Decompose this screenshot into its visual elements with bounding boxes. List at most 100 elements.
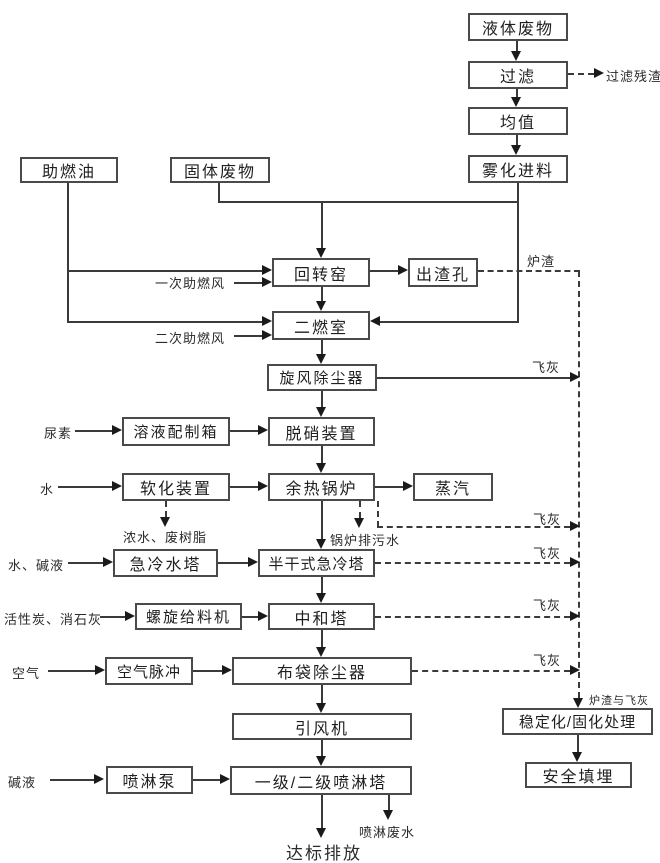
arrowhead-to-slagoutlet (398, 265, 408, 275)
node-secondary-chamber: 二燃室 (272, 311, 370, 340)
arrowhead-to-atomized (511, 145, 521, 155)
edge-bus-to-kiln (321, 202, 323, 248)
arrowhead-softening-boiler (258, 481, 268, 491)
arrowhead-to-boiler (316, 463, 326, 473)
label-boiler-blowdown: 锅炉排污水 (330, 533, 401, 548)
edge-feed-bus (218, 201, 519, 203)
edge-boiler-flyash-dashed-h (377, 526, 570, 528)
node-softening: 软化装置 (122, 473, 230, 501)
edge-stabilization-landfill (577, 735, 579, 752)
arrowhead-to-bagfilter (316, 647, 326, 657)
arrowhead-to-neutralization (316, 593, 326, 603)
edge-tower-wastewater (388, 795, 390, 810)
label-discharge: 达标排放 (286, 844, 362, 863)
node-bag-filter: 布袋除尘器 (232, 657, 412, 685)
arrowhead-blowdown (354, 518, 364, 528)
edge-semidry-flyash-dashed (375, 562, 570, 564)
edge-primary-air-kiln (234, 282, 262, 284)
node-stabilization: 稳定化/固化处理 (502, 708, 653, 735)
edge-secondary-air-chamber (234, 335, 262, 337)
edge-feeder-neutralization (242, 616, 258, 618)
edge-semidry-neutralization (321, 577, 323, 593)
arrowhead-to-homogenize (511, 97, 521, 107)
node-induced-draft-fan: 引风机 (232, 713, 412, 740)
edge-bag-flyash-dashed (412, 670, 570, 672)
arrowhead-auxfuel-kiln (262, 265, 272, 275)
edge-kiln-secondary (321, 287, 323, 301)
label-flyash-cyclone: 飞灰 (532, 360, 561, 375)
arrowhead-to-stabilization (573, 698, 583, 708)
node-waste-heat-boiler: 余热锅炉 (268, 473, 375, 501)
edge-atomized-to-secondary (380, 321, 518, 323)
arrowhead-cyclone-flyash (570, 372, 580, 382)
arrowhead-boiler-flyash (570, 521, 580, 531)
node-aux-fuel-oil: 助燃油 (20, 157, 118, 183)
arrowhead-to-secondary (316, 301, 326, 311)
arrowhead-to-denitration (316, 407, 326, 417)
arrowhead-pulse-bag (222, 665, 232, 675)
edge-air-pulse-in (48, 670, 95, 672)
edge-neutralization-bag (321, 630, 323, 647)
edge-wateralkali-quench (68, 562, 103, 564)
edge-bag-fan (321, 685, 323, 703)
node-screw-feeder: 螺旋给料机 (135, 603, 242, 630)
edge-softening-boiler (230, 486, 258, 488)
node-spray-pump: 喷淋泵 (106, 766, 193, 794)
edge-pulse-bagfilter (193, 670, 222, 672)
edge-tower-discharge (321, 795, 323, 828)
edge-atomized-down (517, 183, 519, 323)
edge-boiler-blowdown-dashed (359, 501, 361, 518)
arrowhead-to-semidry (316, 539, 326, 549)
arrowhead-to-kiln-top (316, 248, 326, 258)
arrowhead-semidry-flyash (570, 557, 580, 567)
edge-urea-solution-tank (75, 430, 112, 432)
edge-residual-bus-dashed (578, 271, 580, 698)
arrowhead-to-fan (316, 703, 326, 713)
arrowhead-auxfuel-secondary (262, 316, 272, 326)
edge-kiln-slag-outlet (370, 270, 398, 272)
edge-secondary-cyclone (321, 340, 323, 354)
label-air: 空气 (12, 666, 41, 681)
arrowhead-to-spraytower (316, 756, 326, 766)
node-spray-tower: 一级/二级喷淋塔 (230, 766, 412, 795)
arrowhead-air (95, 665, 105, 675)
arrowhead-resin-out (160, 517, 170, 527)
arrowhead-alkali (94, 774, 104, 784)
edge-carbon-feeder (100, 616, 125, 618)
edge-fan-spraytower (321, 740, 323, 756)
edge-boiler-flyash-dashed-v (377, 501, 379, 527)
label-flyash-neutral: 飞灰 (533, 598, 562, 613)
label-slag: 炉渣 (527, 254, 556, 269)
edge-aux-fuel-kiln (68, 270, 262, 272)
edge-liquid-waste-filter (516, 41, 518, 53)
label-flyash-boiler: 飞灰 (533, 512, 562, 527)
arrowhead-secondaryair (262, 330, 272, 340)
label-secondary-air: 二次助燃风 (155, 331, 226, 346)
edge-alkali-pump (50, 779, 94, 781)
arrowhead-discharge (316, 828, 326, 838)
node-filter: 过滤 (468, 61, 568, 89)
arrowhead-atomized-secondary (370, 316, 380, 326)
arrowhead-bag-flyash (570, 665, 580, 675)
arrowhead-solution-denit (258, 425, 268, 435)
node-solution-tank: 溶液配制箱 (122, 417, 230, 446)
label-activated-carbon: 活性炭、消石灰 (4, 612, 103, 627)
arrowhead-to-cyclone (316, 354, 326, 364)
edge-quench-semidry (218, 562, 248, 564)
edge-solution-denitration (230, 430, 258, 432)
arrowhead-to-steam (403, 481, 413, 491)
edge-softening-resin-dashed (165, 501, 167, 517)
arrowhead-wateralkali (103, 557, 113, 567)
edge-filter-homogenize (516, 89, 518, 99)
node-cyclone: 旋风除尘器 (267, 364, 377, 391)
arrowhead-quench-semidry (248, 557, 258, 567)
label-slag-and-flyash: 炉渣与飞灰 (589, 695, 649, 707)
edge-water-softening (58, 486, 112, 488)
node-homogenize: 均值 (468, 107, 568, 135)
edge-cyclone-flyash (377, 377, 570, 379)
edge-pump-spraytower (193, 779, 220, 781)
label-primary-air: 一次助燃风 (155, 276, 226, 291)
node-steam: 蒸汽 (413, 473, 493, 501)
label-conc-water-resin: 浓水、废树脂 (123, 530, 208, 545)
